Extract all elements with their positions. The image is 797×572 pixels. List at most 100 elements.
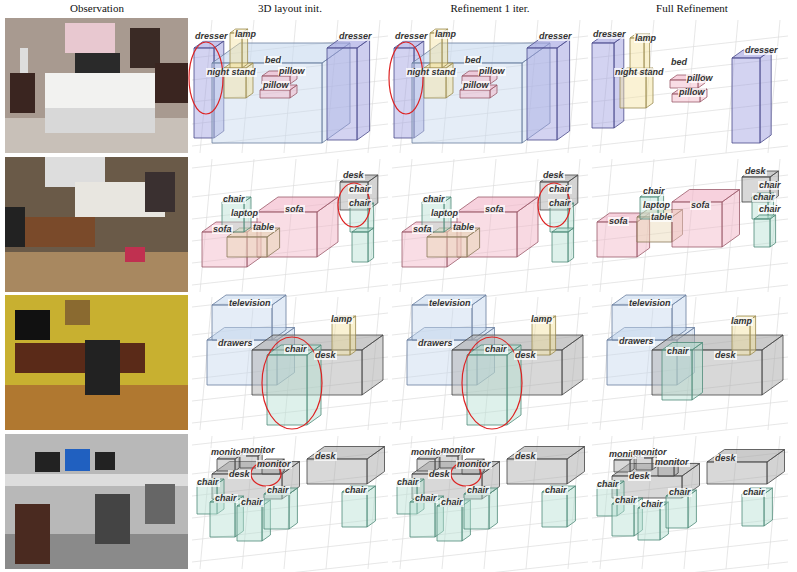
- object-label: chair: [752, 193, 776, 202]
- box-face: [352, 232, 368, 262]
- grid-line: [392, 540, 588, 562]
- object-label: chair: [348, 185, 372, 194]
- photo-object: [85, 340, 120, 395]
- object-label: pillow: [686, 74, 714, 83]
- grid-line: [592, 423, 788, 445]
- grid-line: [192, 540, 388, 562]
- photo-object: [15, 343, 145, 373]
- photo-object: [130, 28, 160, 68]
- object-label: pillow: [262, 81, 290, 90]
- photo-object: [10, 73, 35, 113]
- photo-object: [95, 452, 115, 470]
- photo-object: [45, 73, 155, 113]
- object-label: chair: [666, 347, 690, 356]
- box-face: [567, 486, 575, 527]
- object-label: chair: [414, 494, 438, 503]
- object-label: dresser: [744, 46, 779, 55]
- object-label: television: [628, 299, 672, 308]
- photo-object: [15, 504, 50, 564]
- box-face: [612, 305, 672, 340]
- object-label: laptop: [642, 201, 671, 210]
- box-face: [760, 50, 771, 143]
- column-header: Observation: [70, 2, 124, 14]
- object-label: bed: [670, 58, 688, 67]
- object-label: chair: [596, 480, 620, 489]
- object-label: sofa: [690, 201, 711, 210]
- object-label: laptop: [430, 209, 459, 218]
- box-face: [742, 494, 764, 526]
- box-face: [732, 58, 760, 143]
- object-label: table: [650, 213, 673, 222]
- box-face: [754, 219, 770, 247]
- highlight-ellipse: [189, 42, 223, 114]
- box-face: [267, 355, 307, 425]
- grid-line: [400, 159, 412, 292]
- object-label: desk: [744, 167, 767, 176]
- object-label: chair: [758, 205, 782, 214]
- photo-object: [65, 23, 115, 53]
- photo-object: [65, 300, 90, 325]
- column-header: 3D layout init.: [258, 2, 322, 14]
- box-face: [412, 305, 472, 340]
- object-label: chair: [240, 498, 264, 507]
- grid-line: [592, 540, 788, 562]
- photo-object: [45, 108, 155, 133]
- highlight-ellipse: [262, 337, 322, 429]
- object-label: desk: [428, 470, 451, 479]
- object-label: lamp: [434, 30, 457, 39]
- object-label: television: [228, 299, 272, 308]
- object-label: chair: [266, 486, 290, 495]
- grid-line: [392, 423, 588, 445]
- column-header: Refinement 1 iter.: [450, 2, 529, 14]
- object-label: chair: [196, 478, 220, 487]
- box-face: [552, 232, 568, 262]
- object-label: chair: [640, 500, 664, 509]
- object-label: monitor: [256, 460, 292, 469]
- object-label: dresser: [394, 32, 429, 41]
- object-label: monitor: [632, 448, 668, 457]
- box-face: [672, 202, 722, 247]
- box-face: [394, 48, 414, 138]
- photo-object: [145, 172, 175, 212]
- photo-object: [15, 310, 50, 340]
- object-label: chair: [544, 486, 568, 495]
- object-label: dresser: [592, 30, 627, 39]
- box-face: [352, 228, 374, 232]
- object-label: table: [252, 223, 275, 232]
- box-face: [692, 343, 703, 401]
- box-face: [342, 492, 367, 527]
- box-face: [307, 459, 367, 484]
- object-label: sofa: [608, 217, 629, 226]
- box-face: [614, 460, 630, 472]
- object-label: desk: [514, 452, 537, 461]
- box-face: [666, 496, 688, 528]
- object-label: chair: [548, 199, 572, 208]
- grid-line: [392, 285, 588, 307]
- object-label: desk: [714, 351, 737, 360]
- grid-line: [192, 285, 388, 307]
- object-label: drawers: [417, 339, 454, 348]
- box-face: [467, 355, 507, 425]
- box-face: [612, 504, 634, 536]
- box-face: [597, 222, 637, 257]
- box-face: [568, 228, 574, 262]
- object-label: laptop: [230, 209, 259, 218]
- object-label: desk: [714, 454, 737, 463]
- box-face: [194, 48, 214, 138]
- object-label: desk: [342, 171, 365, 180]
- object-label: chair: [222, 195, 246, 204]
- photo-object: [95, 494, 130, 544]
- photo-background: [5, 18, 188, 153]
- object-label: pillow: [678, 88, 706, 97]
- column-header: Full Refinement: [656, 2, 728, 14]
- object-label: monitor: [240, 446, 276, 455]
- box-face: [507, 459, 567, 484]
- object-label: sofa: [212, 225, 233, 234]
- box-face: [367, 486, 375, 527]
- photo-object: [20, 48, 28, 73]
- object-label: desk: [628, 472, 651, 481]
- object-label: night stand: [206, 68, 257, 77]
- box-face: [754, 215, 776, 219]
- box-face: [636, 458, 652, 470]
- object-label: bed: [264, 56, 282, 65]
